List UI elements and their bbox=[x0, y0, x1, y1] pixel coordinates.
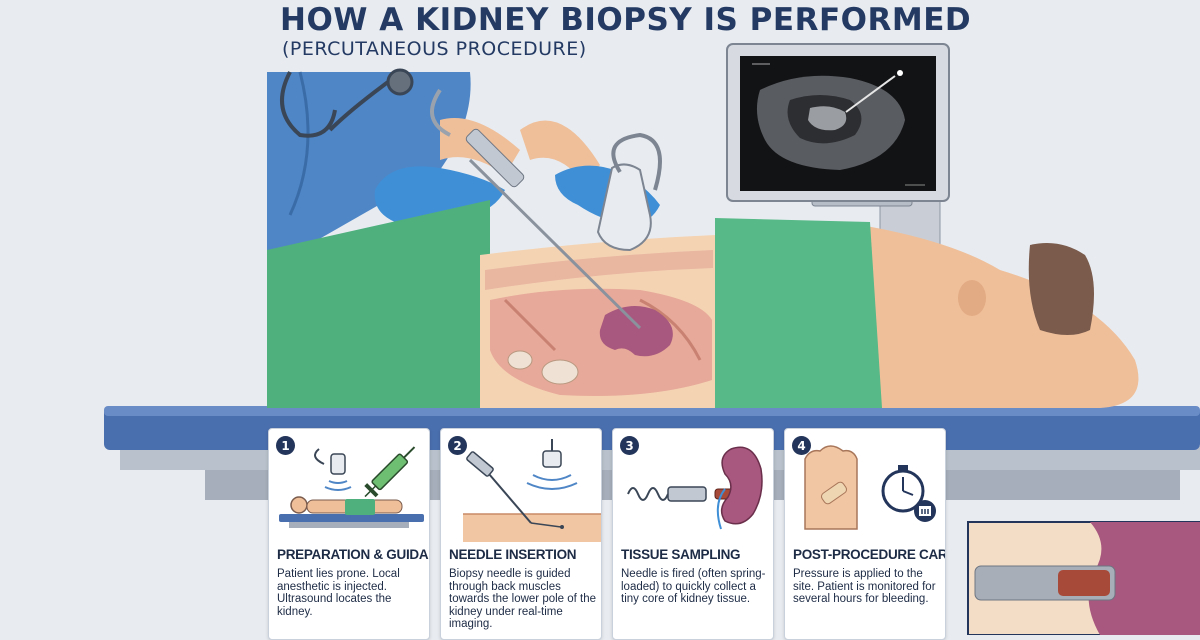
tissue-core-inset bbox=[967, 521, 1200, 635]
spring-needle-icon bbox=[627, 486, 707, 502]
stopwatch-icon bbox=[881, 465, 925, 513]
step-3-illustration bbox=[627, 446, 763, 530]
ultrasound-probe bbox=[596, 132, 662, 252]
step-number-badge: 4 bbox=[792, 436, 811, 455]
step-title: POST-PROCEDURE CARE bbox=[793, 547, 946, 562]
step-card-1: 1 PREPARATION & GUIDANCE Patient lies pr… bbox=[268, 428, 430, 640]
step-description: Patient lies prone. Local anesthetic is … bbox=[277, 568, 400, 618]
step-number-badge: 2 bbox=[448, 436, 467, 455]
step-number-badge: 3 bbox=[620, 436, 639, 455]
bandaged-back-icon bbox=[804, 445, 858, 530]
ultrasound-probe-icon bbox=[526, 439, 578, 490]
step-4-illustration bbox=[804, 445, 936, 530]
step-card-3: 3 TISSUE SAMPLING Needle is fired (often… bbox=[612, 428, 774, 640]
patient bbox=[267, 200, 1139, 408]
page-subtitle: (PERCUTANEOUS PROCEDURE) bbox=[282, 38, 587, 60]
kidney-icon bbox=[716, 446, 763, 530]
step-1-illustration bbox=[279, 446, 424, 528]
ultrasound-monitor bbox=[726, 43, 950, 246]
step-title: TISSUE SAMPLING bbox=[621, 547, 741, 562]
page-title: HOW A KIDNEY BIOPSY IS PERFORMED bbox=[280, 2, 972, 38]
step-description: Pressure is applied to the site. Patient… bbox=[793, 568, 936, 605]
biopsy-needle-icon bbox=[466, 451, 564, 529]
step-description: Biopsy needle is guided through back mus… bbox=[449, 568, 597, 630]
patient-lying-icon bbox=[279, 496, 424, 528]
ultrasound-probe-icon bbox=[314, 448, 352, 491]
step-2-illustration bbox=[463, 439, 601, 542]
skin-layer-icon bbox=[463, 513, 601, 542]
step-card-4: 4 POST-PROCEDURE CARE Pressure is applie… bbox=[784, 428, 946, 640]
step-description: Needle is fired (often spring-loaded) to… bbox=[621, 568, 766, 605]
biopsy-needle bbox=[430, 88, 642, 330]
step-card-2: 2 NEEDLE INSERTION Biopsy needle is guid… bbox=[440, 428, 602, 640]
syringe-icon bbox=[364, 446, 416, 498]
clipboard-icon bbox=[914, 500, 936, 522]
step-number-badge: 1 bbox=[276, 436, 295, 455]
step-title: NEEDLE INSERTION bbox=[449, 547, 577, 562]
step-title: PREPARATION & GUIDANCE bbox=[277, 547, 429, 562]
